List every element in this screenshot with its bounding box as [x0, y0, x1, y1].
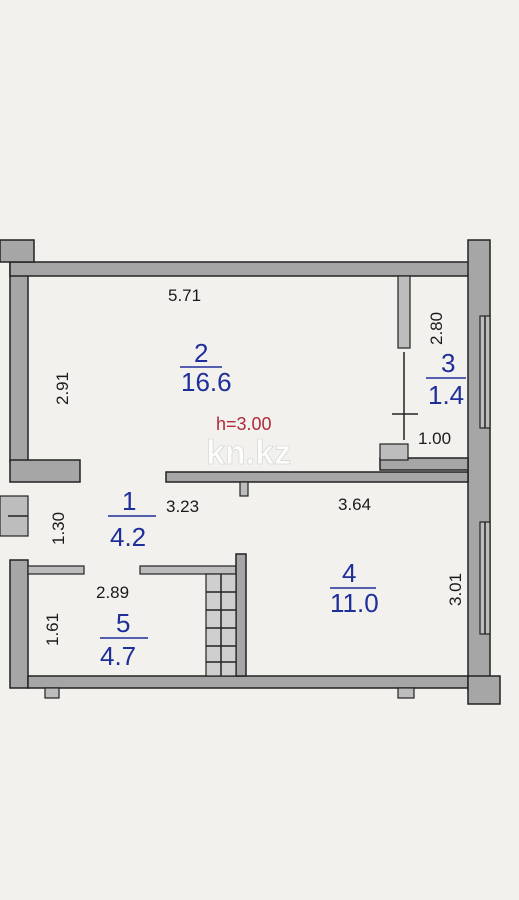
room-4-number: 4: [342, 558, 356, 588]
dim-room5-width: 2.89: [96, 583, 129, 602]
dim-room4-width: 3.64: [338, 495, 371, 514]
dim-room3-height: 2.80: [427, 312, 446, 345]
dim-top-width: 5.71: [168, 286, 201, 305]
dim-room5-height: 1.61: [43, 613, 62, 646]
wall-bottom-foot-right: [397, 687, 415, 699]
room3-bottom-wall: [379, 457, 469, 471]
room-1-number: 1: [122, 486, 136, 516]
wall-bottom-foot-left: [44, 687, 60, 699]
room-2-area: 16.6: [181, 367, 232, 397]
partition-middle: [165, 471, 469, 483]
room3-left-wall: [397, 275, 411, 349]
wall-left-stub: [9, 459, 81, 483]
wall-top-stub-left: [0, 239, 35, 263]
room3-bottom-step: [379, 443, 409, 461]
partition-post: [239, 481, 249, 497]
watermark-text: kn.kz: [206, 434, 291, 472]
room5-top-wall-left: [27, 565, 85, 575]
room-1-area: 4.2: [110, 522, 146, 552]
room-3-number: 3: [441, 348, 455, 378]
room5-top-wall-right: [139, 565, 237, 575]
room-2-number: 2: [194, 338, 208, 368]
dim-room4-height: 3.01: [446, 573, 465, 606]
wall-left-upper: [9, 261, 29, 463]
room-5-number: 5: [116, 608, 130, 638]
room-5-area: 4.7: [100, 641, 136, 671]
room-4-area: 11.0: [330, 588, 379, 618]
dim-room2-lower-left: 3.23: [166, 497, 199, 516]
wall-left-lower: [9, 559, 29, 689]
dim-hall-height: 1.30: [49, 512, 68, 545]
room4-left-wall: [235, 553, 247, 677]
room-3-area: 1.4: [428, 380, 464, 410]
ceiling-height-label: h=3.00: [216, 414, 272, 434]
wall-top: [9, 261, 471, 277]
dim-room3-width: 1.00: [418, 429, 451, 448]
wall-bottom: [27, 675, 469, 689]
wall-bottom-right-end: [467, 675, 501, 705]
dim-room2-height: 2.91: [53, 372, 72, 405]
